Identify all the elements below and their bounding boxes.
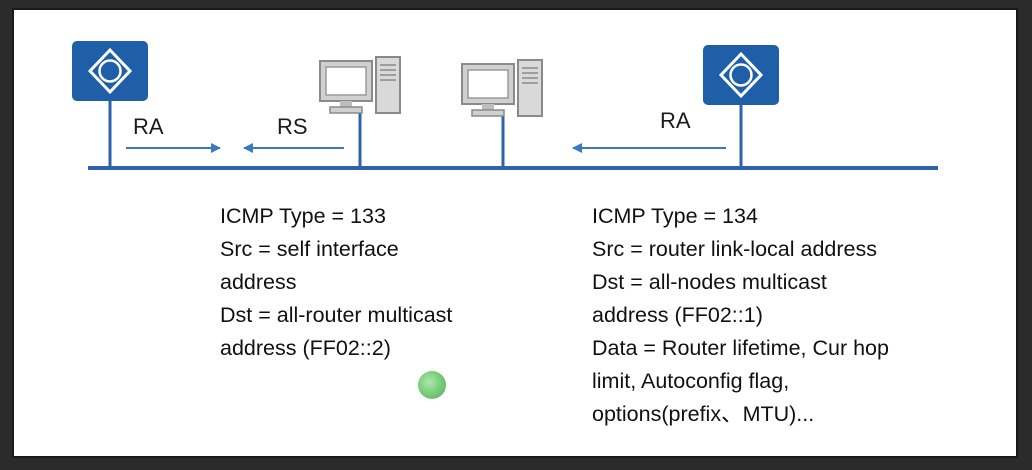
rs-message-info: ICMP Type = 133 Src = self interface add… (220, 200, 452, 365)
ra-info-line: options(prefix、MTU)... (592, 402, 815, 426)
right-router (701, 43, 781, 168)
rs-info-line: address (FF02::2) (220, 336, 391, 360)
rs-info-line: Src = self interface (220, 237, 399, 261)
ra-info-line: ICMP Type = 134 (592, 204, 758, 228)
ra-message-info: ICMP Type = 134 Src = router link-local … (592, 200, 889, 431)
ra-right-label: RA (660, 108, 691, 133)
router-icon (70, 39, 150, 103)
computer-icon (319, 56, 401, 114)
rs-info-line: address (220, 270, 297, 294)
left-router (70, 39, 150, 168)
ra-info-line: Src = router link-local address (592, 237, 877, 261)
rs-label: RS (277, 114, 308, 139)
router-icon (701, 43, 781, 107)
rs-info-line: ICMP Type = 133 (220, 204, 386, 228)
ra-info-line: address (FF02::1) (592, 303, 763, 327)
host-computer-1 (319, 56, 401, 168)
rs-info-line: Dst = all-router multicast (220, 303, 453, 327)
computer-icon (461, 59, 543, 117)
ra-info-line: Dst = all-nodes multicast (592, 270, 827, 294)
cursor-indicator (418, 371, 446, 399)
ra-info-line: limit, Autoconfig flag, (592, 369, 790, 393)
ra-left-label: RA (133, 114, 164, 139)
host-computer-2 (461, 59, 543, 168)
ra-info-line: Data = Router lifetime, Cur hop (592, 336, 889, 360)
